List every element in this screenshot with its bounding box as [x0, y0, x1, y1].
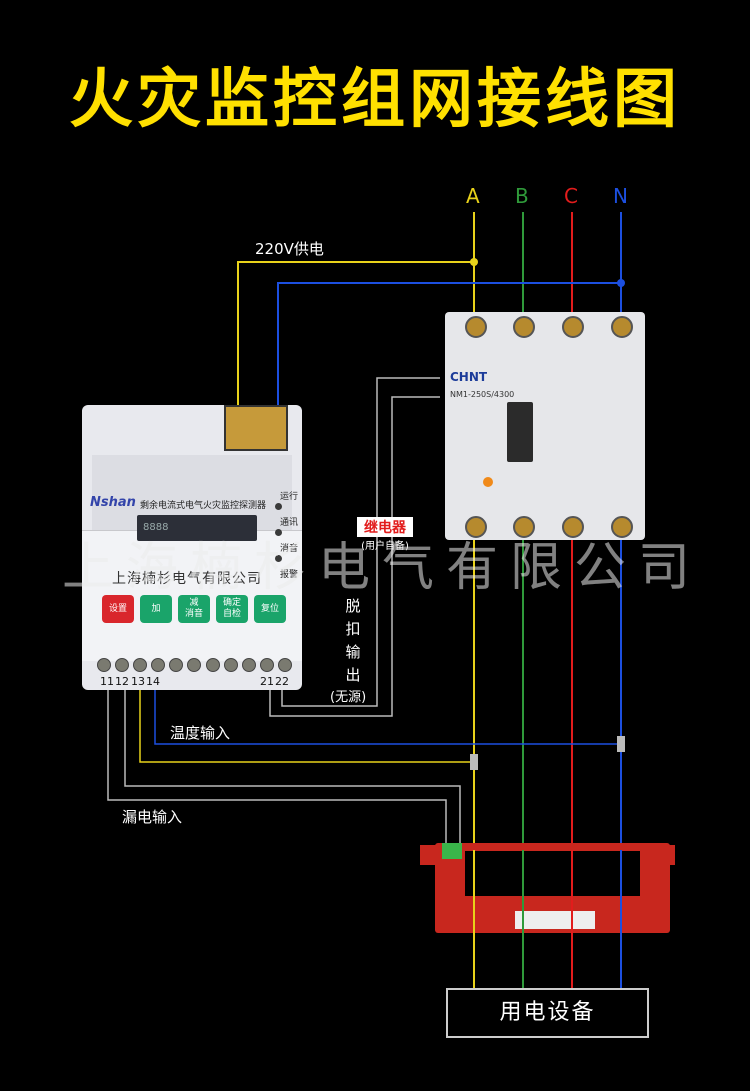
terminal-screw	[133, 658, 148, 672]
terminal-12: 12	[115, 675, 129, 688]
indicator-mute: 消音	[279, 544, 298, 554]
power-supply-label: 220V供电	[255, 240, 324, 258]
ct-nameplate	[515, 911, 595, 929]
breaker-screw	[562, 516, 584, 538]
terminal-screw	[187, 658, 202, 672]
breaker-screw	[465, 316, 487, 338]
phase-label-b: B	[515, 184, 529, 208]
indicator-alarm: 报警	[279, 570, 298, 580]
breaker-handle[interactable]	[507, 402, 533, 462]
terminal-screw	[223, 658, 238, 672]
lcd-display: 8888	[137, 515, 257, 541]
reset-button[interactable]: 复位	[254, 595, 286, 623]
terminal-strip	[97, 658, 292, 674]
led-run	[275, 503, 282, 510]
breaker-brand: CHNT	[450, 370, 488, 384]
relay-subtitle: (用户自备)	[361, 541, 409, 552]
leak-wire-1	[124, 680, 461, 848]
breaker-model: NM1-250S/4300	[450, 390, 515, 399]
junction-a	[470, 258, 478, 266]
passive-label: (无源)	[330, 690, 367, 705]
terminal-screw	[151, 658, 166, 672]
relay-title: 继电器	[357, 517, 413, 537]
fire-monitor-detector: Nshan 剩余电流式电气火灾监控探测器 8888 上海楠杉电气有限公司 运行 …	[82, 405, 302, 690]
terminal-14: 14	[146, 675, 160, 688]
terminal-screw	[115, 658, 130, 672]
led-mute	[275, 555, 282, 562]
current-transformer	[420, 843, 675, 933]
relay-label: 继电器 (用户自备)	[357, 517, 413, 552]
confirm-selftest-button[interactable]: 确定 自检	[216, 595, 248, 623]
breaker-screw	[611, 316, 633, 338]
breaker-screw	[562, 316, 584, 338]
temp-wire-blue	[154, 680, 621, 745]
phase-label-n: N	[613, 184, 628, 208]
led-comm	[275, 529, 282, 536]
temp-wire-yellow	[139, 680, 474, 763]
temp-sensor-a	[470, 754, 478, 770]
indicator-run: 运行	[279, 492, 298, 502]
device-name: 剩余电流式电气火灾监控探测器	[140, 501, 267, 511]
supply-neutral-wire	[277, 282, 621, 405]
test-button[interactable]	[483, 477, 493, 487]
terminal-screw	[97, 658, 111, 672]
electrical-equipment-box: 用电设备	[446, 988, 649, 1038]
temp-sensor-n	[617, 736, 625, 752]
terminal-screw	[277, 658, 292, 672]
leakage-input-label: 漏电输入	[122, 808, 183, 826]
terminal-11: 11	[100, 675, 114, 688]
ct-terminal	[442, 843, 462, 859]
breaker-screw	[465, 516, 487, 538]
device-company: 上海楠杉电气有限公司	[112, 571, 262, 587]
junction-n	[617, 279, 625, 287]
terminal-21: 21	[260, 675, 274, 688]
breaker-screw	[513, 316, 535, 338]
terminal-screw	[205, 658, 220, 672]
device-brand: Nshan	[90, 495, 136, 510]
decrease-mute-button[interactable]: 减 消音	[178, 595, 210, 623]
add-button[interactable]: 加	[140, 595, 172, 623]
terminal-screw	[241, 658, 256, 672]
terminal-screw	[259, 658, 274, 672]
trip-output-label: 脱 扣 输 出	[345, 597, 361, 684]
terminal-screw	[169, 658, 184, 672]
trip-wire-2	[269, 396, 440, 717]
phase-label-c: C	[564, 184, 578, 208]
leak-wire-2	[107, 680, 447, 848]
set-button[interactable]: 设置	[102, 595, 134, 623]
ct-window	[465, 851, 640, 896]
power-terminal-block	[224, 405, 288, 451]
indicator-comm: 通讯	[279, 518, 298, 528]
phase-label-a: A	[466, 184, 480, 208]
circuit-breaker: CHNT NM1-250S/4300	[445, 312, 645, 540]
breaker-screw	[611, 516, 633, 538]
supply-live-wire	[237, 261, 474, 405]
terminal-13: 13	[131, 675, 145, 688]
trip-wire-1	[281, 377, 440, 707]
temperature-input-label: 温度输入	[170, 724, 231, 742]
terminal-22: 22	[275, 675, 289, 688]
page-title: 火灾监控组网接线图	[69, 63, 681, 137]
breaker-screw	[513, 516, 535, 538]
